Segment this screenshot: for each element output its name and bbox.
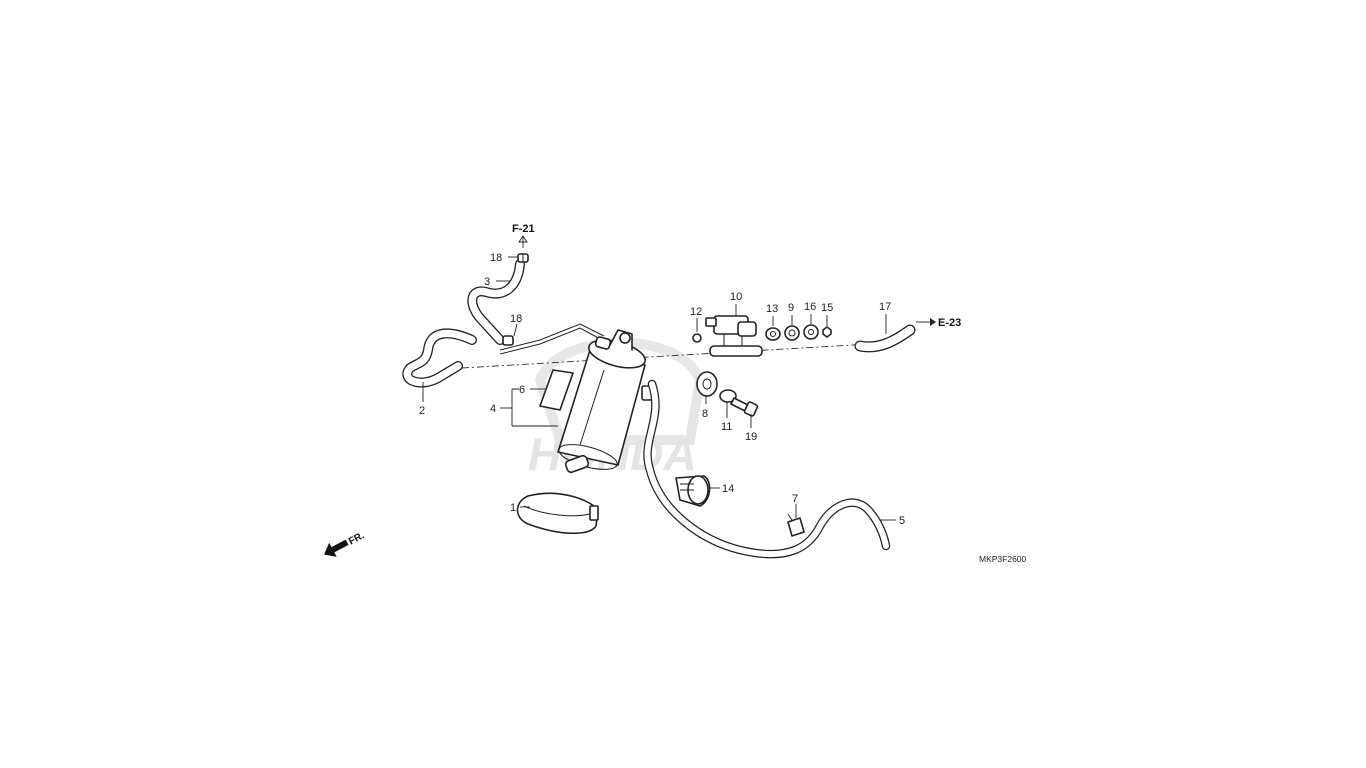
washer-16 <box>803 324 819 340</box>
ref-f21: F-21 <box>512 223 535 235</box>
canister <box>557 329 653 474</box>
solenoid-valve <box>705 315 763 357</box>
callout-12: 12 <box>690 306 702 318</box>
callout-13: 13 <box>766 303 778 315</box>
front-label: FR. <box>347 530 367 547</box>
callout-19: 19 <box>745 431 757 443</box>
grommet-13 <box>765 327 781 341</box>
callout-4: 4 <box>490 403 496 415</box>
hose-17 <box>854 324 916 353</box>
band <box>516 492 599 535</box>
callout-9: 9 <box>788 302 794 314</box>
callout-11: 11 <box>721 421 732 433</box>
collar-11 <box>719 389 737 403</box>
hose-2 <box>402 328 477 388</box>
callout-numbers: 18 3 18 2 6 4 1 8 11 19 14 7 5 12 10 13 … <box>419 252 905 527</box>
centerline <box>461 343 871 369</box>
vent-tube <box>499 323 605 351</box>
callout-17: 17 <box>879 301 891 313</box>
label-sticker <box>539 369 574 411</box>
callout-18-lower: 18 <box>510 313 522 325</box>
callout-3: 3 <box>484 276 490 288</box>
callout-10: 10 <box>730 291 742 303</box>
bolt-19 <box>730 397 759 417</box>
callout-2: 2 <box>419 405 425 417</box>
clip-14 <box>675 475 711 507</box>
callout-18-upper: 18 <box>490 252 502 264</box>
drawing-code: MKP3F2600 <box>979 554 1027 564</box>
callout-7: 7 <box>792 493 798 505</box>
clip-7 <box>787 513 805 537</box>
callout-1: 1 <box>510 502 516 514</box>
clip-18-lower <box>502 335 514 346</box>
nut-15 <box>822 326 832 338</box>
callout-14: 14 <box>722 483 734 495</box>
collar-9 <box>784 325 800 341</box>
callout-8: 8 <box>702 408 708 420</box>
front-arrow-icon: FR. <box>324 530 367 557</box>
leader-lines <box>422 235 936 521</box>
clip-18-upper <box>517 253 529 263</box>
callout-15: 15 <box>821 302 833 314</box>
hose-3 <box>467 259 525 345</box>
ref-e23: E-23 <box>938 317 961 329</box>
callout-16: 16 <box>804 301 816 313</box>
callout-5: 5 <box>899 515 905 527</box>
hose-5 <box>643 379 891 559</box>
callout-6: 6 <box>519 384 525 396</box>
nut-12 <box>692 333 702 343</box>
grommet-8 <box>696 371 718 397</box>
